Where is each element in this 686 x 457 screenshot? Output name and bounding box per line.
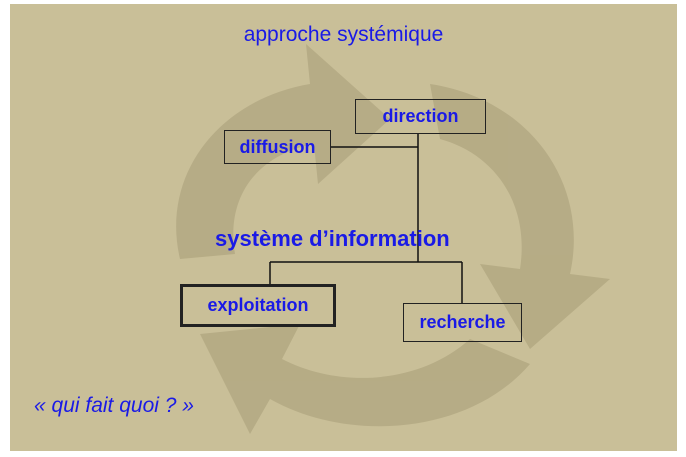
connector-lines <box>269 134 463 303</box>
circular-recycle-arrows-icon <box>176 44 610 434</box>
center-label: système d’information <box>215 226 450 251</box>
quote-text: « qui fait quoi ? » <box>34 394 194 417</box>
slide-title: approche systémique <box>243 23 444 46</box>
node-direction-label: direction <box>382 106 459 126</box>
node-diffusion-label: diffusion <box>239 136 316 157</box>
node-exploitation: exploitation <box>180 284 336 327</box>
node-recherche-label: recherche <box>419 312 506 332</box>
slide: approche systémique direction diffusion … <box>10 4 677 451</box>
node-direction: direction <box>355 99 486 134</box>
node-diffusion: diffusion <box>224 130 331 164</box>
node-exploitation-label: exploitation <box>207 295 309 315</box>
node-recherche: recherche <box>403 303 522 342</box>
